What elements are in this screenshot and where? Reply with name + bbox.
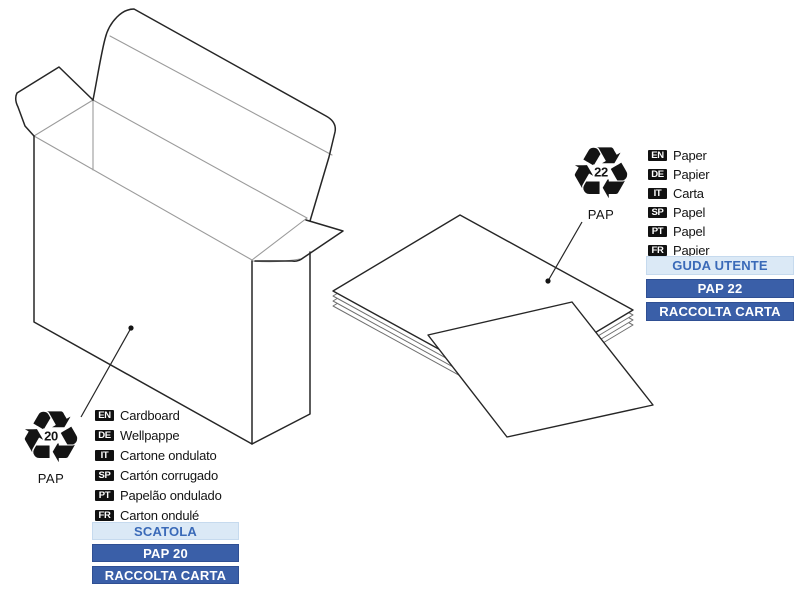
box-leader-line: [80, 325, 134, 418]
language-code-badge: EN: [648, 150, 667, 161]
language-code-badge: FR: [648, 245, 667, 256]
material-number: 20: [43, 428, 59, 444]
tag-raccolta-carta: RACCOLTA CARTA: [92, 566, 239, 584]
language-label: Papel: [673, 224, 706, 239]
language-list-paper: EN Paper DE Papier IT Carta SP Papel PT …: [648, 146, 710, 260]
language-row: IT Cartone ondulato: [95, 445, 222, 465]
cardboard-box-drawing: [14, 8, 344, 445]
language-label: Paper: [673, 148, 707, 163]
language-label: Wellpappe: [120, 427, 180, 443]
box-left-flap: [14, 66, 94, 137]
language-label: Papier: [673, 243, 710, 258]
language-code-badge: SP: [95, 469, 114, 481]
language-code-badge: DE: [648, 169, 667, 180]
language-code-badge: SP: [648, 207, 667, 218]
language-row: SP Cartón corrugado: [95, 465, 222, 485]
language-code-badge: FR: [95, 509, 114, 521]
language-row: FR Carton ondulé: [95, 505, 222, 525]
language-row: SP Papel: [648, 203, 709, 222]
language-code-badge: PT: [95, 489, 114, 501]
box-lid: [92, 8, 337, 222]
language-code-badge: IT: [648, 188, 667, 199]
language-row: DE Wellpappe: [95, 425, 222, 445]
recycling-symbol-pap20: ♻ 20 PAP: [13, 401, 89, 486]
language-row: EN Cardboard: [95, 405, 222, 425]
language-label: Papelão ondulado: [120, 487, 222, 503]
language-label: Cardboard: [120, 407, 180, 423]
tag-list-cardboard: SCATOLA PAP 20 RACCOLTA CARTA: [92, 522, 239, 588]
language-row: PT Papelão ondulado: [95, 485, 222, 505]
language-row: IT Carta: [648, 184, 709, 203]
language-code-badge: IT: [95, 449, 114, 461]
tag-list-paper: GUDA UTENTE PAP 22 RACCOLTA CARTA: [646, 256, 794, 325]
front-sheet: [427, 301, 654, 438]
material-abbreviation: PAP: [37, 471, 65, 486]
language-row: PT Papel: [648, 222, 709, 241]
language-label: Carton ondulé: [120, 507, 200, 523]
tag-scatola: SCATOLA: [92, 522, 239, 540]
box-front-face: [33, 135, 253, 445]
paper-stack-drawing: [332, 214, 654, 438]
language-row: EN Paper: [648, 146, 709, 165]
box-side-face: [251, 251, 311, 445]
box-leader-dot: [128, 325, 134, 331]
tag-raccolta-carta: RACCOLTA CARTA: [646, 302, 794, 321]
material-abbreviation: PAP: [587, 207, 615, 222]
language-row: DE Papier: [648, 165, 710, 184]
language-code-badge: PT: [648, 226, 667, 237]
language-code-badge: DE: [95, 429, 114, 441]
paper-leader-dot: [545, 278, 551, 284]
box-right-flap: [254, 219, 344, 262]
recycling-symbol-pap22: ♻ 22 PAP: [563, 137, 639, 222]
tag-pap-20: PAP 20: [92, 544, 239, 562]
material-number: 22: [593, 164, 609, 180]
tag-guda-utente: GUDA UTENTE: [646, 256, 794, 275]
language-label: Papier: [673, 167, 710, 182]
language-label: Carta: [673, 186, 704, 201]
paper-leader-line: [545, 221, 583, 284]
tag-pap-22: PAP 22: [646, 279, 794, 298]
language-list-cardboard: EN Cardboard DE Wellpappe IT Cartone ond…: [95, 405, 222, 525]
language-code-badge: EN: [95, 409, 114, 421]
language-label: Papel: [673, 205, 706, 220]
language-row: FR Papier: [648, 241, 710, 260]
language-label: Cartón corrugado: [120, 467, 218, 483]
language-label: Cartone ondulato: [120, 447, 217, 463]
